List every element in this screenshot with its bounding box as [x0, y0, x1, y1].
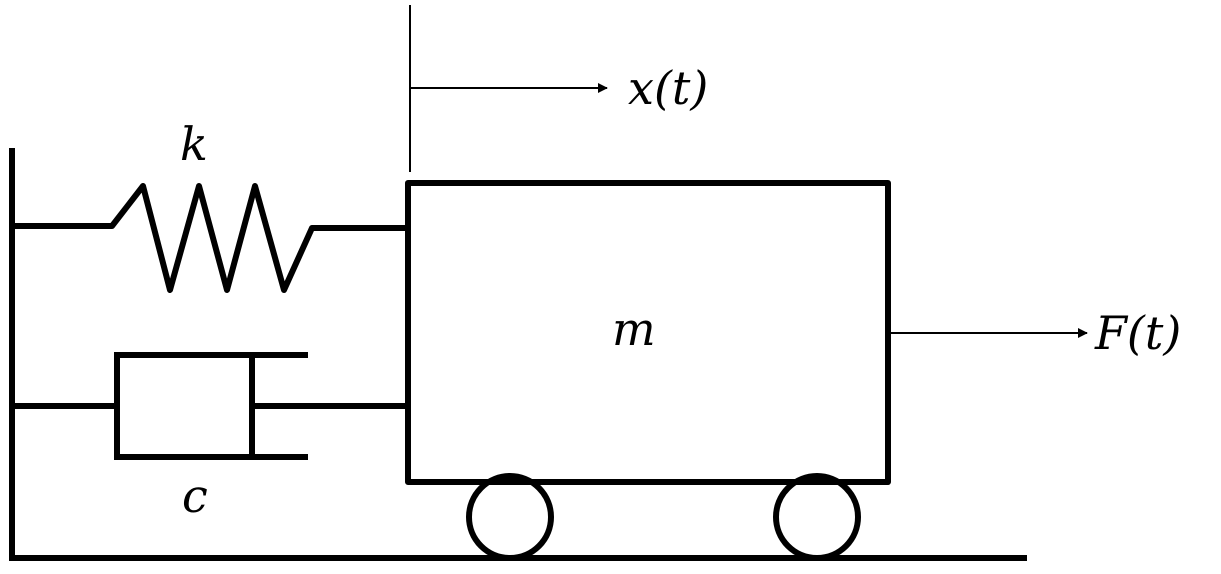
spring [12, 183, 408, 293]
wheel-left [466, 473, 554, 561]
mass-label: m [612, 302, 656, 356]
damper-label: c [182, 469, 208, 523]
wheel-right [773, 473, 861, 561]
spring-label: k [180, 117, 208, 171]
displacement-label: x(t) [628, 61, 708, 115]
force-label: F(t) [1094, 306, 1181, 360]
damper [12, 352, 408, 460]
